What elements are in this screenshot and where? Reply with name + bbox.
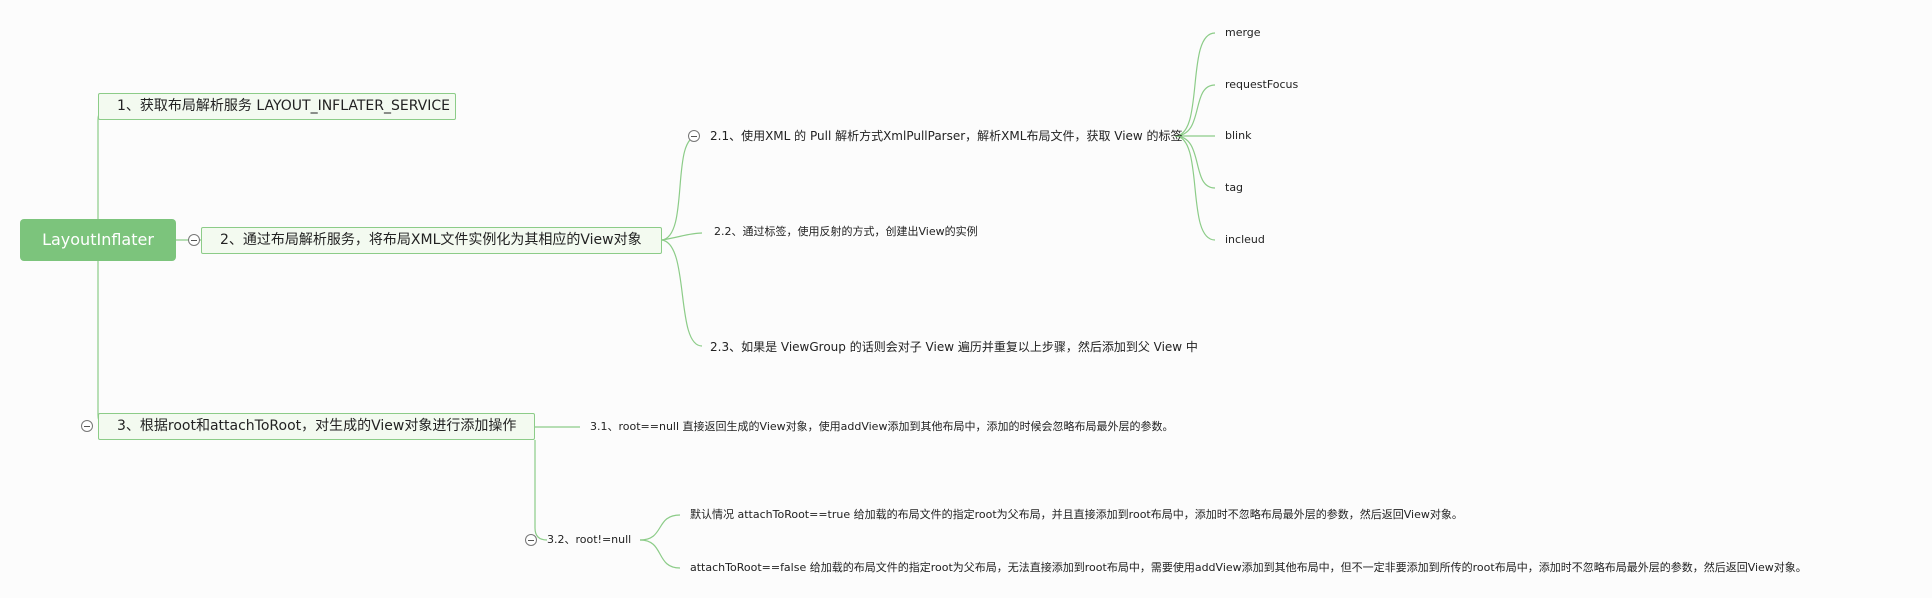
node-2-instantiate-view[interactable]: 2、通过布局解析服务，将布局XML文件实例化为其相应的View对象 bbox=[201, 227, 662, 254]
connector-n3_2-b bbox=[639, 539, 681, 569]
collapse-icon-root[interactable] bbox=[188, 234, 200, 246]
tag-item[interactable]: blink bbox=[1225, 129, 1252, 142]
connector-n2_1-tag-2 bbox=[1174, 84, 1216, 137]
node-1-get-service[interactable]: 1、获取布局解析服务 LAYOUT_INFLATER_SERVICE bbox=[98, 93, 456, 120]
root-node[interactable]: LayoutInflater bbox=[20, 219, 176, 261]
connector-n3_2-a bbox=[639, 514, 681, 541]
node-3-2-a-attach-true[interactable]: 默认情况 attachToRoot==true 给加载的布局文件的指定root为… bbox=[690, 508, 1463, 521]
connector-n2-n2_1 bbox=[661, 135, 699, 241]
connector-n2_1-tag-5 bbox=[1174, 135, 1216, 241]
node-2-1-xml-pull-parser[interactable]: 2.1、使用XML 的 Pull 解析方式XmlPullParser，解析XML… bbox=[710, 129, 1183, 143]
tag-item[interactable]: merge bbox=[1225, 26, 1261, 39]
connector-n2-n2_2 bbox=[661, 232, 703, 241]
node-3-2-root-not-null[interactable]: 3.2、root!=null bbox=[547, 533, 632, 546]
connector-root-n3 bbox=[97, 261, 111, 428]
tag-item[interactable]: incleud bbox=[1225, 233, 1265, 246]
node-2-2-reflection[interactable]: 2.2、通过标签，使用反射的方式，创建出View的实例 bbox=[714, 225, 978, 238]
collapse-icon-n3_2[interactable] bbox=[525, 534, 537, 546]
node-2-3-viewgroup[interactable]: 2.3、如果是 ViewGroup 的话则会对子 View 遍历并重复以上步骤，… bbox=[710, 340, 1198, 354]
tag-item[interactable]: requestFocus bbox=[1225, 78, 1299, 91]
node-3-1-root-null[interactable]: 3.1、root==null 直接返回生成的View对象，使用addView添加… bbox=[590, 420, 1174, 433]
collapse-icon-n2_1[interactable] bbox=[688, 130, 700, 142]
node-3-2-b-attach-false[interactable]: attachToRoot==false 给加载的布局文件的指定root为父布局，… bbox=[690, 561, 1807, 574]
node-3-add-view[interactable]: 3、根据root和attachToRoot，对生成的View对象进行添加操作 bbox=[98, 413, 535, 440]
collapse-icon-n3[interactable] bbox=[81, 420, 93, 432]
connector-n3-n3_2 bbox=[534, 440, 548, 541]
tag-item[interactable]: tag bbox=[1225, 181, 1244, 194]
connector-root-n1 bbox=[97, 107, 111, 219]
connector-n2-n2_3 bbox=[661, 239, 703, 347]
connector-n2_1-tag-1 bbox=[1174, 32, 1216, 137]
connector-n2_1-tag-4 bbox=[1174, 135, 1216, 189]
